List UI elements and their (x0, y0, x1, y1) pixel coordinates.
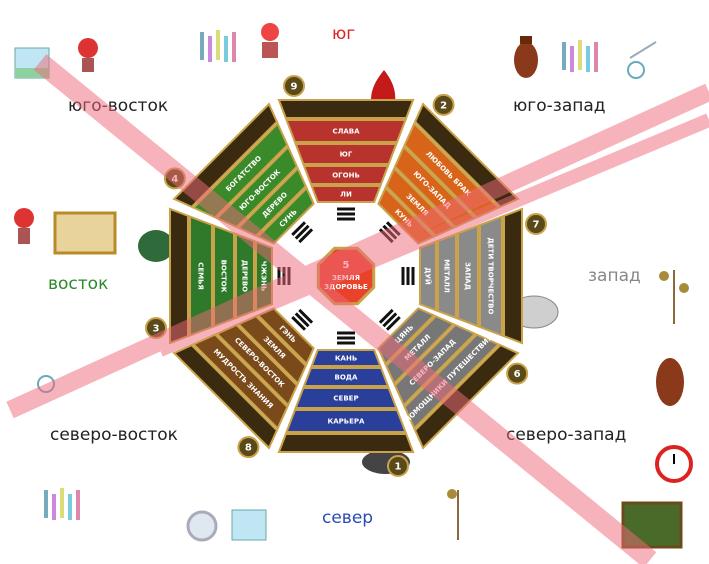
sector-band-label: МЕТАЛЛ (443, 259, 451, 293)
trigram-line (294, 224, 310, 240)
sector-number: 1 (395, 462, 402, 473)
sector-symbol-band (413, 343, 520, 450)
sector-band (437, 232, 457, 320)
sector-band (302, 367, 390, 387)
vase-icon (514, 36, 538, 78)
direction-label-southwest: юго-запад (513, 96, 606, 116)
direction-label-west: запад (588, 266, 641, 286)
sector-number: 8 (245, 443, 252, 454)
coin-tree-icon (659, 270, 689, 324)
center-label: ЗДОРОВЬЕ (324, 283, 368, 291)
candles-icon (44, 488, 80, 520)
sector-band-label: ЗАПАД (464, 262, 472, 290)
strike-line (6, 83, 709, 419)
sector-west: ДЕТИ ТВОРЧЕСТВО ЗАПАД МЕТАЛЛ ДУЙ 7 (401, 207, 547, 345)
sector-band (285, 119, 407, 143)
sector-band-label: СЕВЕР (333, 395, 358, 403)
direction-label-north: север (322, 508, 374, 528)
sector-number-badge (506, 362, 529, 385)
sector-band-label: СЕМЬЯ (197, 262, 205, 290)
sector-band-label: КАНЬ (335, 355, 357, 363)
sector-band-label: ЛИ (340, 191, 352, 199)
direction-label-northeast: северо-восток (50, 425, 178, 445)
sector-band-label: ЮГ (340, 151, 353, 159)
sector-band (479, 215, 503, 337)
flower-pot-icon (78, 38, 98, 72)
wind-chime-icon (627, 41, 657, 79)
direction-label-northwest: северо-запад (506, 425, 627, 445)
candles-icon (562, 40, 598, 72)
sector-number-badge (432, 93, 455, 116)
sector-band-label: ВОСТОК (220, 260, 228, 293)
sector-number-badge (237, 436, 260, 459)
sector-symbol-band (277, 433, 415, 453)
sector-number: 3 (153, 324, 160, 335)
sector-band-label: СЛАВА (332, 128, 360, 136)
sector-north: КАРЬЕРА СЕВЕР ВОДА КАНЬ 1 (277, 331, 415, 477)
sector-band (191, 333, 289, 431)
sector-band-label: ДЕРЕВО (241, 260, 249, 292)
strike-through-marks (6, 54, 709, 564)
sector-band-label: ЧЖЭНЬ (260, 261, 268, 292)
sector-symbol-band (503, 207, 523, 345)
sector-number: 9 (291, 82, 298, 93)
sector-band-label: ДУЙ (424, 267, 433, 285)
sector-number: 6 (514, 369, 521, 380)
frog-figurine-icon (138, 230, 174, 262)
sector-band (285, 409, 407, 433)
sector-band (302, 165, 390, 185)
trigram-line (294, 312, 310, 328)
sector-band (457, 224, 479, 328)
sector-band-label: КАРЬЕРА (328, 418, 366, 426)
sector-number-badge (283, 75, 305, 97)
sector-band (294, 387, 398, 409)
sector-number-badge (525, 213, 547, 235)
sector-number: 2 (440, 100, 447, 111)
trigram-line (291, 315, 307, 331)
direction-label-east: восток (48, 274, 109, 294)
sector-number-badge (387, 455, 409, 477)
trigram-line (385, 315, 401, 331)
sector-symbol-band (277, 99, 415, 119)
sector-band-label: ВОДА (335, 374, 359, 382)
flower-pot-icon (261, 23, 279, 58)
aquarium-icon (231, 509, 267, 541)
sector-band (310, 185, 382, 203)
vase-icon (656, 358, 684, 406)
dragon-figurine-icon (371, 70, 396, 108)
sector-number: 7 (533, 220, 540, 231)
direction-label-south: юг (332, 24, 356, 44)
trigram-line (298, 308, 314, 324)
sector-symbol-band (172, 343, 279, 450)
sector-south: СЛАВА ЮГ ОГОНЬ ЛИ 9 (277, 75, 415, 221)
sector-band (294, 143, 398, 165)
strike-line (157, 113, 709, 357)
sector-band-label: ДЕТИ ТВОРЧЕСТВО (487, 238, 495, 315)
strike-line (33, 54, 657, 564)
flower-pot-icon (14, 208, 34, 244)
landscape-painting-icon (53, 211, 117, 255)
mirror-icon (186, 510, 218, 542)
trigram-line (298, 228, 314, 244)
candles-icon (200, 30, 236, 62)
coin-tree-icon (447, 489, 459, 540)
sector-band (310, 349, 382, 367)
trigram-line (291, 221, 307, 237)
trigram-line (378, 308, 394, 324)
trigram-line (382, 312, 398, 328)
sector-band-label: ОГОНЬ (332, 172, 360, 180)
clock-icon (655, 445, 693, 483)
